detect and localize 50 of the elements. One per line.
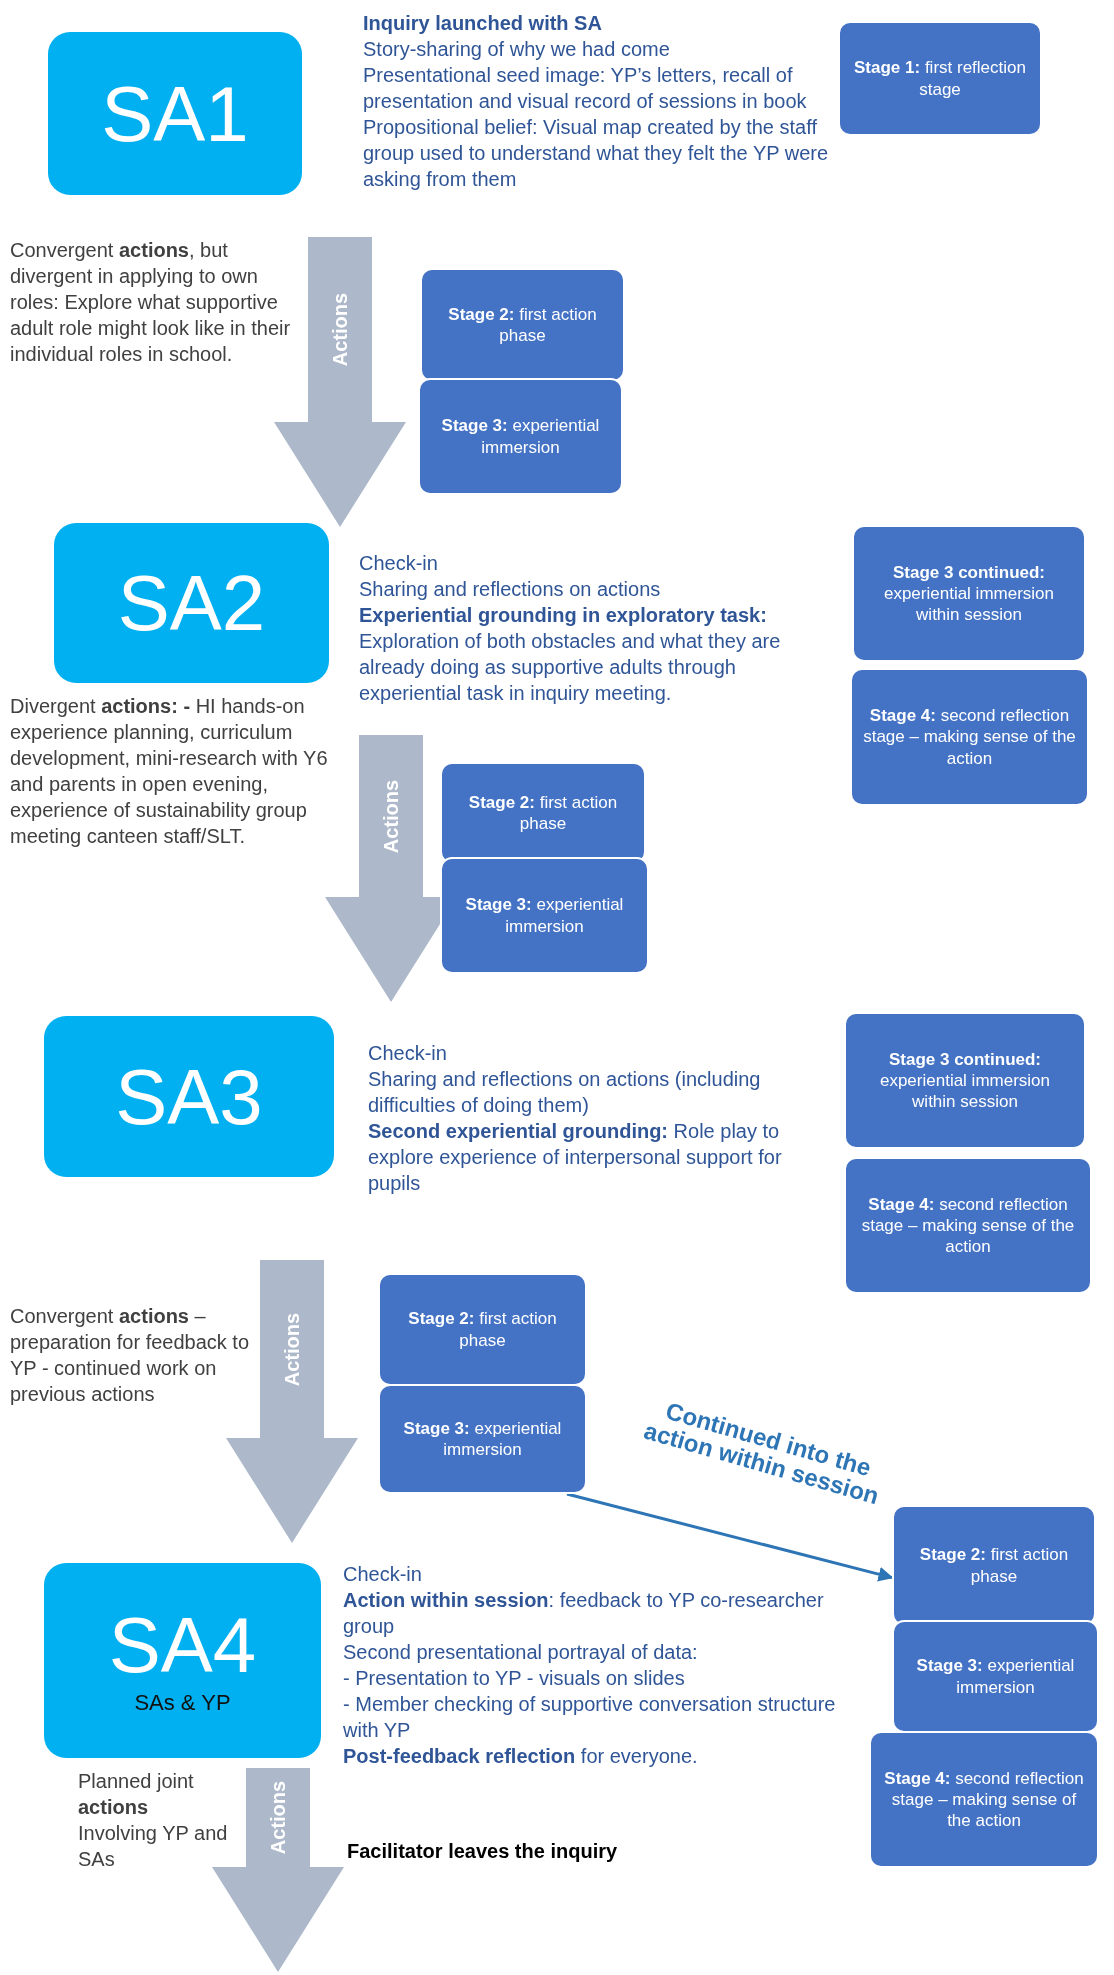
block-arrow bbox=[226, 1260, 358, 1543]
session-subtitle: SAs & YP bbox=[134, 1689, 231, 1716]
stage-box: Stage 3: experiential immersion bbox=[892, 1620, 1099, 1733]
note-text: Facilitator leaves the inquiry bbox=[347, 1839, 619, 1864]
action-description: Divergent actions: - HI hands-on experience planning, curriculum development, mini-research with Y6 and parents in open evening, experience of sustainability group meeting canteen staff/SLT. bbox=[10, 694, 329, 849]
stage-box: Stage 4: second reflection stage – making sense of the action bbox=[869, 1731, 1099, 1868]
stage-box: Stage 3: experiential immersion bbox=[418, 378, 623, 495]
arrow bbox=[566, 1492, 894, 1582]
stage-box: Stage 4: second reflection stage – making sense of the action bbox=[850, 668, 1089, 806]
stage-box: Stage 2: first action phase bbox=[378, 1273, 587, 1386]
edge-label: Actions bbox=[266, 1780, 290, 1855]
stage-box: Stage 3 continued: experiential immersion within session bbox=[852, 525, 1086, 662]
annotation-text: Story-sharing of why we had come bbox=[363, 37, 671, 62]
annotation-text: Exploration of both obstacles and what they are already doing as supportive adults through experiential task in inquiry meeting. bbox=[359, 629, 782, 706]
block-arrow bbox=[212, 1768, 344, 1972]
session-title: SA3 bbox=[115, 1057, 263, 1136]
session-box bbox=[44, 1016, 334, 1177]
action-description: Planned joint actions Involving YP and SAs bbox=[78, 1769, 228, 1872]
session-box bbox=[54, 523, 329, 683]
stage-box: Stage 3: experiential immersion bbox=[378, 1384, 587, 1494]
action-description: Convergent actions, but divergent in applying to own roles: Explore what supportive adult role might look like in their individual roles in school. bbox=[10, 238, 292, 367]
annotation-text: Sharing and reflections on actions bbox=[359, 577, 662, 602]
annotation-text: Check-in bbox=[343, 1562, 423, 1587]
annotation-text: Post-feedback reflection for everyone. bbox=[343, 1744, 699, 1769]
stage-box: Stage 1: first reflection stage bbox=[838, 21, 1042, 136]
annotation-text: Experiential grounding in exploratory task: bbox=[359, 603, 768, 628]
session-title: SA4 bbox=[108, 1605, 257, 1684]
stage-box: Stage 3 continued: experiential immersion within session bbox=[844, 1012, 1086, 1149]
annotation-text: Inquiry launched with SA bbox=[363, 11, 603, 36]
annotation-text: Check-in bbox=[359, 551, 439, 576]
session-title: SA1 bbox=[101, 74, 249, 153]
stage-box: Stage 3: experiential immersion bbox=[440, 857, 649, 974]
edge-label: Actions bbox=[328, 292, 352, 367]
annotation-text: Action within session: feedback to YP co-researcher group bbox=[343, 1588, 825, 1639]
stage-box: Stage 4: second reflection stage – making sense of the action bbox=[844, 1157, 1092, 1294]
annotation-text: Sharing and reflections on actions (including difficulties of doing them) bbox=[368, 1067, 762, 1118]
session-title: SA2 bbox=[117, 564, 266, 642]
session-box bbox=[44, 1563, 321, 1758]
annotation-text: Propositional belief: Visual map created by the staff group used to understand what they felt the YP were asking from them bbox=[363, 115, 830, 192]
annotation-text: - Presentation to YP - visuals on slides bbox=[343, 1666, 686, 1691]
annotation-text: Second presentational portrayal of data: bbox=[343, 1640, 699, 1665]
annotation-text: Check-in bbox=[368, 1041, 448, 1066]
block-arrow bbox=[274, 237, 406, 527]
annotation-text: Presentational seed image: YP’s letters, recall of presentation and visual record of sessions in book bbox=[363, 63, 808, 114]
action-description: Convergent actions – preparation for feedback to YP - continued work on previous actions bbox=[10, 1304, 251, 1407]
session-box bbox=[48, 32, 302, 195]
annotation-text: Second experiential grounding: Role play to explore experience of interpersonal support for pupils bbox=[368, 1119, 783, 1196]
edge-label: Actions bbox=[379, 779, 403, 853]
edge-label: Actions bbox=[280, 1312, 304, 1386]
stage-box: Stage 2: first action phase bbox=[420, 268, 625, 382]
